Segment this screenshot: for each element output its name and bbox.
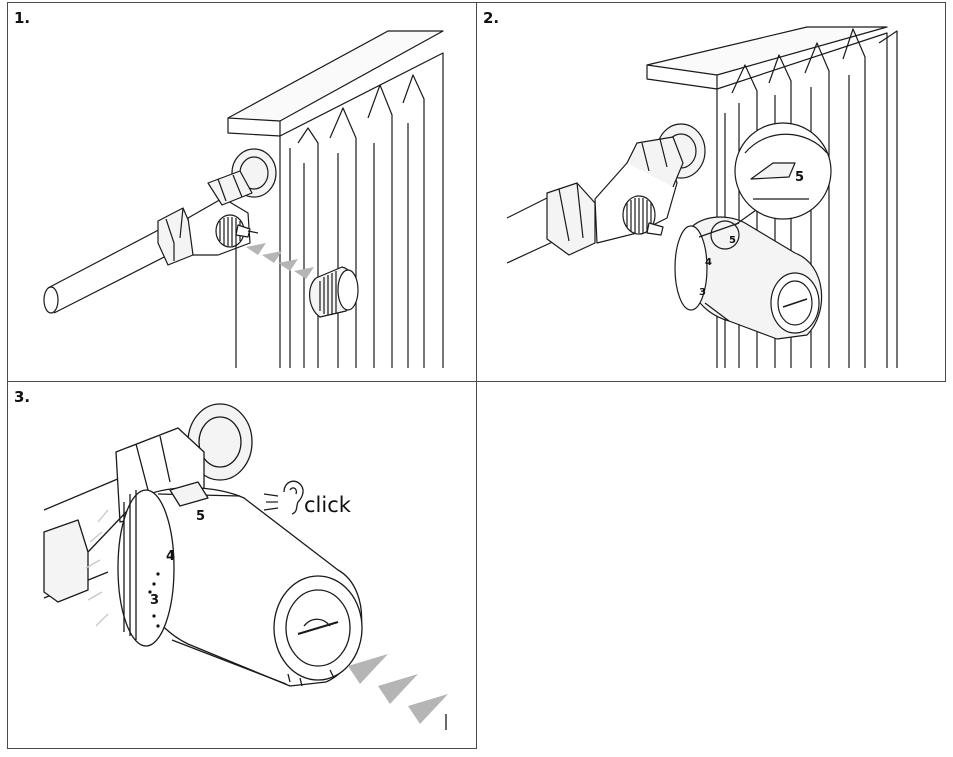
zoom-source (710, 220, 740, 250)
step-3-panel: 3. 5 4 3 (7, 381, 477, 749)
motion-lines (85, 509, 109, 627)
step-1-number: 1. (14, 9, 31, 27)
radiator-top (227, 30, 444, 122)
zoom-dial-label-5: 5 (795, 170, 804, 185)
dial-label-5: 5 (196, 509, 205, 524)
sound-lines-icon (263, 493, 279, 511)
step-1-panel: 1. (7, 2, 477, 382)
step-3-number: 3. (14, 388, 31, 406)
dial-label-4: 4 (166, 549, 175, 564)
click-label: click (304, 493, 352, 517)
step-2-number: 2. (483, 9, 500, 27)
pipe-nut (546, 182, 596, 256)
radiator-fins (289, 74, 425, 368)
dial-label-3: 3 (699, 287, 706, 298)
dial-dots (148, 572, 160, 628)
step-2-panel: 2. 5 (476, 2, 946, 382)
click-callout: click (263, 480, 352, 517)
supply-pipe (47, 224, 177, 314)
dial-label-3: 3 (150, 593, 159, 608)
radiator-top (646, 26, 888, 76)
dial-label-5: 5 (729, 235, 736, 246)
step-1-illustration (43, 30, 444, 368)
step-3-illustration: 5 4 3 (43, 403, 448, 730)
direction-arrows (348, 654, 448, 724)
pipe-nut (157, 207, 194, 266)
ear-icon (283, 480, 304, 515)
pipe-nut (43, 519, 89, 603)
latch (169, 481, 209, 507)
step-2-illustration: 5 4 3 5 (506, 26, 898, 368)
thermostat-ring (117, 489, 175, 647)
direction-arrows (246, 243, 314, 279)
dial-label-4: 4 (705, 257, 712, 268)
